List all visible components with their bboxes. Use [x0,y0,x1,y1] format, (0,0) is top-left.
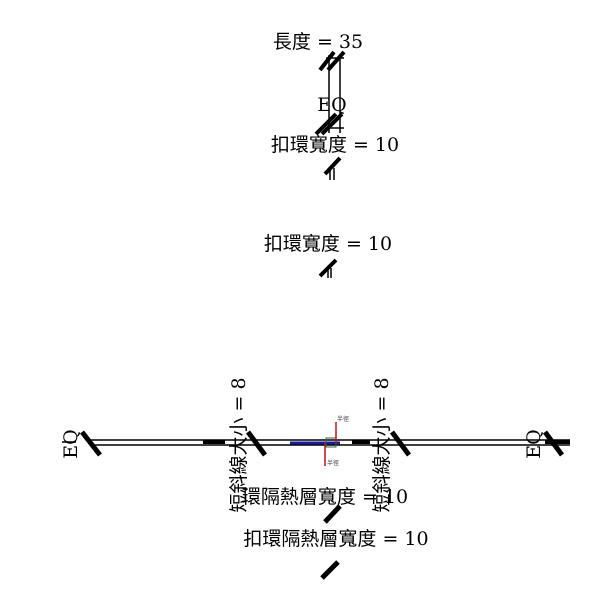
eq-label-left[interactable]: EQ [60,429,82,458]
eq-label-right[interactable]: EQ [523,429,545,458]
buckle-width-dimension-label-1[interactable]: 扣環寬度 = 10 [271,134,399,156]
radius-label-top[interactable]: 半徑 [337,415,349,423]
tick-size-label-left[interactable]: 短斜線大小 = 8 [228,377,250,512]
tick-marks-bottom [80,430,565,580]
horizontal-dimension-lines[interactable] [62,439,570,446]
buckle-insulation-width-dimension-label[interactable]: 扣環隔熱層寬度 = 10 [243,528,428,550]
tick-marks-top [314,50,346,278]
tick-size-label-right[interactable]: 短斜線大小 = 8 [371,377,393,512]
length-dimension-label[interactable]: 長度 = 35 [273,31,363,53]
radius-label-bottom[interactable]: 半徑 [327,459,339,467]
eq-label-top[interactable]: EQ [317,94,346,116]
buckle-width-dimension-label-2[interactable]: 扣環寬度 = 10 [264,233,392,255]
insulation-width-dimension-label[interactable]: 環隔熱層寬度 = 10 [242,486,408,508]
pipe-centerline[interactable] [290,422,340,466]
